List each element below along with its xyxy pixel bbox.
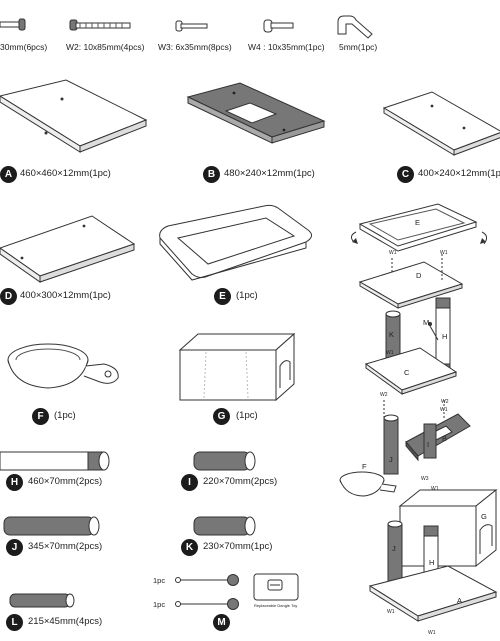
part-c-badge: C bbox=[397, 166, 414, 183]
part-e-badge: E bbox=[214, 288, 231, 305]
assembly-label-g: G bbox=[481, 512, 487, 521]
assembly-label-j-bottom: J bbox=[392, 544, 396, 553]
part-a-label: 460×460×12mm(1pc) bbox=[20, 168, 111, 179]
assembly-label-c: C bbox=[404, 368, 410, 377]
assembly-diagram bbox=[339, 203, 498, 622]
bowl-f-drawing bbox=[7, 343, 119, 389]
part-j-badge: J bbox=[6, 539, 23, 556]
assembly-label-h-bottom: H bbox=[429, 558, 435, 567]
part-l-badge: L bbox=[6, 614, 23, 631]
part-l-label: 215×45mm(4pcs) bbox=[28, 616, 103, 627]
hardware-w4-label: W4 : 10x35mm(1pc) bbox=[248, 42, 325, 52]
toy-count-1: 1pc bbox=[153, 576, 166, 585]
bolt-w2-icon bbox=[69, 19, 131, 31]
screw-callout-9: W1 bbox=[387, 609, 395, 615]
tray-e-drawing bbox=[159, 204, 312, 281]
panel-c-drawing bbox=[382, 91, 500, 156]
screw-w4-icon bbox=[263, 19, 294, 33]
bolt-w1-icon bbox=[0, 18, 26, 31]
part-j-label: 345×70mm(2pcs) bbox=[28, 541, 103, 552]
assembly-label-m: M bbox=[423, 318, 430, 327]
assembly-label-b: B bbox=[442, 434, 448, 443]
screw-w3-icon bbox=[175, 20, 208, 32]
assembly-label-i: I bbox=[427, 440, 430, 449]
part-m-badge: M bbox=[213, 614, 230, 631]
assembly-label-a: A bbox=[457, 596, 463, 605]
hardware-key-label: 5mm(1pc) bbox=[339, 42, 378, 52]
part-e-label: (1pc) bbox=[236, 290, 258, 301]
part-a-badge: A bbox=[0, 166, 17, 183]
tube-l-drawing bbox=[9, 593, 75, 608]
assembly-label-e: E bbox=[415, 218, 421, 227]
part-b-label: 480×240×12mm(1pc) bbox=[224, 168, 315, 179]
part-g-badge: G bbox=[213, 408, 230, 425]
part-k-label: 230×70mm(1pc) bbox=[203, 541, 273, 552]
screw-callout-1: W1 bbox=[389, 250, 397, 256]
panel-b-drawing bbox=[186, 82, 326, 144]
hardware-w1-label: 30mm(6pcs) bbox=[0, 42, 48, 52]
assembly-label-k: K bbox=[389, 330, 395, 339]
hardware-w3-label: W3: 6x35mm(8pcs) bbox=[158, 42, 232, 52]
tube-h-drawing bbox=[0, 451, 110, 471]
assembly-label-f: F bbox=[362, 462, 367, 471]
screw-callout-7: W3 bbox=[421, 476, 429, 482]
part-b-badge: B bbox=[203, 166, 220, 183]
screw-callout-10: W1 bbox=[428, 630, 436, 636]
part-i-label: 220×70mm(2pcs) bbox=[203, 476, 278, 487]
assembly-label-h-top: H bbox=[442, 332, 448, 341]
part-g-label: (1pc) bbox=[236, 410, 258, 421]
screw-callout-6: W1 bbox=[440, 407, 448, 413]
part-i-badge: I bbox=[181, 474, 198, 491]
panel-d-drawing bbox=[0, 215, 136, 283]
allen-key-icon bbox=[337, 15, 373, 39]
assembly-label-d: D bbox=[416, 271, 422, 280]
screw-callout-5: W2 bbox=[441, 399, 449, 405]
screw-callout-2: W1 bbox=[440, 250, 448, 256]
toy-box-icon bbox=[253, 573, 299, 601]
dangle-toy-icon bbox=[175, 574, 239, 610]
part-h-badge: H bbox=[6, 474, 23, 491]
part-h-label: 460×70mm(2pcs) bbox=[28, 476, 103, 487]
panel-a-drawing bbox=[0, 79, 148, 153]
tube-j-drawing bbox=[3, 516, 100, 536]
tube-i-drawing bbox=[193, 451, 256, 471]
part-d-badge: D bbox=[0, 288, 17, 305]
part-c-label: 400×240×12mm(1pc) bbox=[418, 168, 500, 179]
tube-k-drawing bbox=[193, 516, 256, 536]
toy-box-caption: Replaceable Dangle Toy bbox=[254, 603, 298, 608]
toy-count-2: 1pc bbox=[153, 600, 166, 609]
hardware-w2-label: W2: 10x85mm(4pcs) bbox=[66, 42, 145, 52]
part-k-badge: K bbox=[181, 539, 198, 556]
part-f-badge: F bbox=[32, 408, 49, 425]
screw-callout-4: W2 bbox=[380, 392, 388, 398]
screw-callout-8: W1 bbox=[431, 486, 439, 492]
cave-g-drawing bbox=[178, 332, 296, 402]
assembly-label-j-top: J bbox=[389, 455, 393, 464]
part-f-label: (1pc) bbox=[54, 410, 76, 421]
part-d-label: 400×300×12mm(1pc) bbox=[20, 290, 111, 301]
screw-callout-3: W1 bbox=[386, 350, 394, 356]
